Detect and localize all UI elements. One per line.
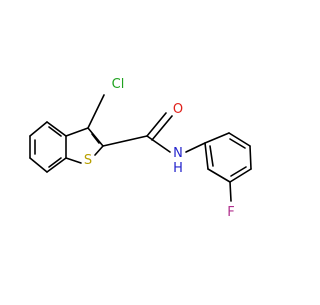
bond (102, 135, 148, 147)
bond-double (151, 115, 173, 141)
bond (185, 142, 206, 153)
bond (46, 157, 67, 173)
amide-hydrogen-label: H (173, 161, 183, 176)
structure-canvas: Cl O S N H F (29, 77, 252, 220)
bond (87, 127, 104, 147)
bond (65, 157, 82, 164)
bond (228, 132, 251, 147)
bond (229, 181, 232, 202)
bond-double-inner (230, 166, 247, 177)
bond (29, 157, 48, 173)
bond-double-inner (209, 145, 214, 167)
bond-double-inner (48, 157, 62, 168)
chlorine-label: Cl (112, 77, 125, 92)
bond-double-inner (91, 133, 100, 144)
bond (87, 94, 105, 129)
fluorine-label: F (227, 205, 234, 220)
oxygen-label: O (173, 102, 183, 117)
bond-double-inner (48, 126, 62, 137)
sulfur-label: S (84, 153, 92, 168)
bond (29, 121, 48, 137)
bond-double-inner (229, 138, 246, 149)
bond (65, 127, 89, 137)
bonds (29, 94, 252, 202)
nitrogen-label: N (173, 146, 183, 161)
bond (146, 112, 167, 137)
bond (94, 145, 104, 156)
bond (46, 121, 67, 137)
bond (249, 145, 252, 170)
bond (207, 168, 231, 183)
bond (204, 142, 209, 170)
molecule-drawing: Cl O S N H F (29, 77, 252, 220)
bond (204, 132, 230, 144)
bond (229, 168, 252, 183)
bond (146, 135, 171, 153)
